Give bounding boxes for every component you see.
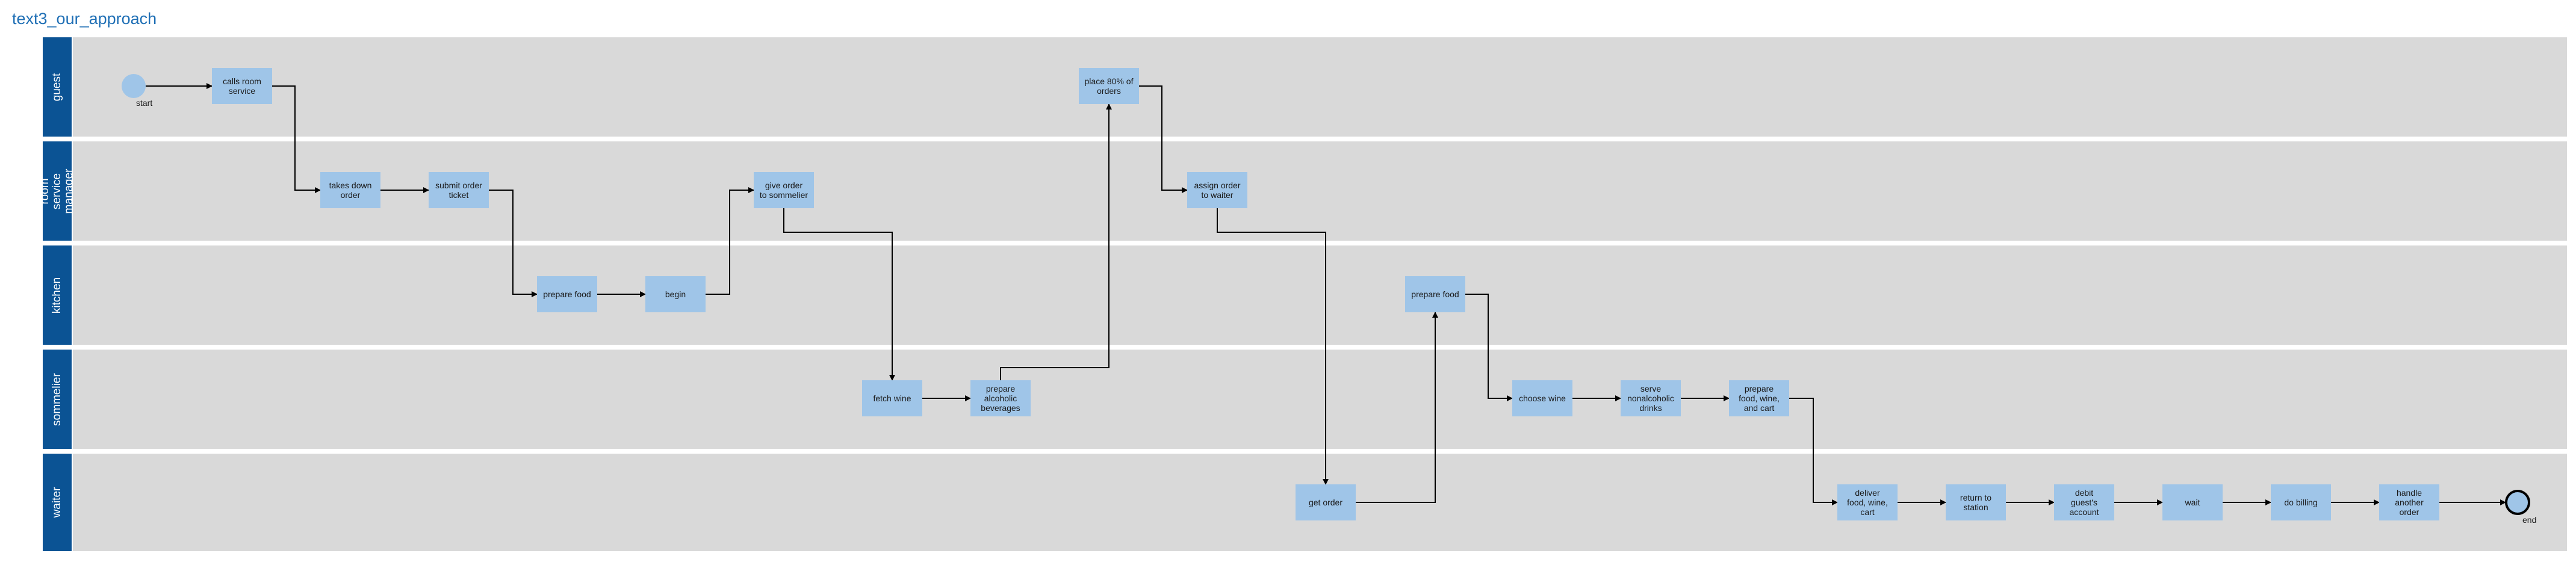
task-takes-down-order[interactable]: takes down order [320, 172, 380, 208]
task-prepare-alcoholic-beverages[interactable]: prepare alcoholic beverages [970, 380, 1031, 416]
flow-calls-to-takes-down [272, 85, 321, 193]
task-place-orders[interactable]: place 80% of orders [1079, 68, 1139, 104]
task-deliver-food-wine-cart[interactable]: deliver food, wine, cart [1837, 484, 1898, 520]
task-prepare-food-1[interactable]: prepare food [537, 276, 597, 312]
task-handle-another-order[interactable]: handle another order [2379, 484, 2439, 520]
end-event-label: end [2522, 515, 2537, 525]
flow-begin-to-give-order [706, 187, 754, 295]
flow-place-orders-to-assign [1139, 85, 1188, 193]
lane-header-guest: guest [43, 37, 72, 137]
task-give-order-to-sommelier[interactable]: give order to sommelier [754, 172, 814, 208]
start-event [122, 74, 146, 98]
diagram-title: text3_our_approach [12, 10, 157, 28]
flow-get-order-to-prepare-food [1356, 312, 1438, 503]
task-begin[interactable]: begin [645, 276, 706, 312]
flow-assign-to-get-order [1217, 208, 1329, 485]
flow-give-order-to-fetch-wine [783, 208, 895, 381]
lane-header-kitchen: kitchen [43, 245, 72, 345]
lane-body-kitchen [73, 245, 2567, 345]
lane-header-waiter: waiter [43, 454, 72, 551]
start-event-label: start [136, 98, 153, 108]
task-return-to-station[interactable]: return to station [1946, 484, 2006, 520]
flow-prepare-food-to-choose-wine [1465, 294, 1513, 401]
task-fetch-wine[interactable]: fetch wine [862, 380, 922, 416]
lane-body-guest [73, 37, 2567, 137]
task-submit-order-ticket[interactable]: submit order ticket [429, 172, 489, 208]
lane-header-room-service-manager: room service manager [39, 141, 75, 241]
task-wait[interactable]: wait [2162, 484, 2223, 520]
flow-prepare-cart-to-deliver [1789, 398, 1838, 505]
flow-prepare-alcoholic-to-place-orders [1000, 103, 1112, 380]
task-do-billing[interactable]: do billing [2271, 484, 2331, 520]
task-debit-guests-account[interactable]: debit guest's account [2054, 484, 2114, 520]
flow-submit-to-prepare-food [489, 190, 538, 297]
task-choose-wine[interactable]: choose wine [1512, 380, 1572, 416]
task-prepare-food-wine-cart[interactable]: prepare food, wine, and cart [1729, 380, 1789, 416]
task-prepare-food-2[interactable]: prepare food [1405, 276, 1465, 312]
end-event [2505, 490, 2530, 515]
lane-header-sommelier: sommelier [43, 350, 72, 449]
task-serve-nonalcoholic-drinks[interactable]: serve nonalcoholic drinks [1621, 380, 1681, 416]
task-get-order[interactable]: get order [1296, 484, 1356, 520]
lane-body-sommelier [73, 350, 2567, 449]
task-assign-order-to-waiter[interactable]: assign order to waiter [1187, 172, 1247, 208]
task-calls-room-service[interactable]: calls room service [212, 68, 272, 104]
